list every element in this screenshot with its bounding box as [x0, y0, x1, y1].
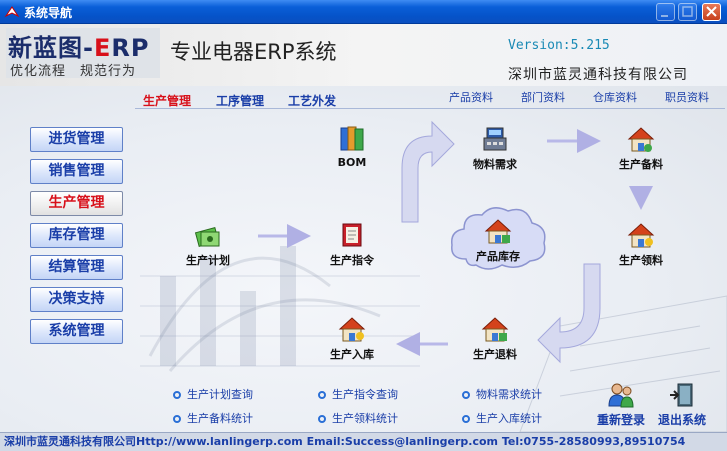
minimize-button[interactable]	[656, 3, 675, 21]
company-name: 深圳市蓝灵通科技有限公司	[508, 67, 688, 83]
link-staff-info[interactable]: 职员资料	[665, 91, 709, 104]
notebook-icon	[342, 223, 362, 247]
title-bar: 系统导航	[0, 0, 727, 24]
house-icon	[481, 317, 509, 342]
header-banner: 新蓝图-ERP 优化流程 规范行为 专业电器ERP系统 Version:5.21…	[0, 24, 727, 86]
house-icon	[627, 223, 655, 248]
divider	[135, 108, 725, 109]
node-prod-stock[interactable]: 产品库存	[453, 216, 543, 264]
node-material-need[interactable]: 物料需求	[450, 124, 540, 172]
tab-outsourcing[interactable]: 工艺外发	[288, 94, 337, 108]
sidebar-item-purchase[interactable]: 进货管理	[30, 127, 123, 152]
minimize-icon	[661, 15, 668, 17]
bullet-icon	[318, 391, 326, 399]
house-icon	[338, 317, 366, 342]
maximize-icon	[682, 6, 693, 17]
node-prod-order[interactable]: 生产指令	[307, 220, 397, 268]
bullet-icon	[173, 415, 181, 423]
sidebar-item-settlement[interactable]: 结算管理	[30, 255, 123, 280]
close-button[interactable]	[702, 3, 721, 21]
bullet-icon	[318, 415, 326, 423]
sidebar-item-sales[interactable]: 销售管理	[30, 159, 123, 184]
link-pick-stats[interactable]: 生产领料统计	[318, 410, 398, 426]
tab-process[interactable]: 工序管理	[216, 94, 265, 108]
node-prod-plan[interactable]: 生产计划	[163, 220, 253, 268]
users-icon	[608, 383, 634, 408]
bullet-icon	[462, 391, 470, 399]
flow-arrows	[258, 120, 653, 364]
link-product-info[interactable]: 产品资料	[449, 91, 493, 104]
link-in-stats[interactable]: 生产入库统计	[462, 410, 542, 426]
node-prod-prepare[interactable]: 生产备料	[596, 124, 686, 172]
maximize-button[interactable]	[678, 3, 697, 21]
node-prod-return[interactable]: 生产退料	[450, 314, 540, 362]
status-bar: 深圳市蓝灵通科技有限公司Http://www.lanlingerp.com Em…	[0, 432, 727, 451]
bullet-icon	[173, 391, 181, 399]
link-prepare-stats[interactable]: 生产备料统计	[173, 410, 253, 426]
logo: 新蓝图-ERP 优化流程 规范行为	[6, 28, 160, 79]
window-title: 系统导航	[24, 6, 73, 20]
sidebar-item-system[interactable]: 系统管理	[30, 319, 123, 344]
exit-button[interactable]: 退出系统	[654, 382, 710, 428]
sidebar-item-production[interactable]: 生产管理	[30, 191, 123, 216]
link-order-query[interactable]: 生产指令查询	[318, 386, 398, 402]
app-title: 专业电器ERP系统	[170, 40, 337, 64]
house-icon	[627, 127, 655, 152]
curved-arrow-down	[537, 263, 601, 364]
house-icon	[484, 219, 512, 244]
bullet-icon	[462, 415, 470, 423]
app-icon	[4, 6, 20, 18]
books-icon	[340, 126, 364, 151]
logo-slogan: 优化流程 规范行为	[10, 64, 137, 79]
version-label: Version:5.215	[508, 38, 610, 53]
sidebar-item-decision[interactable]: 决策支持	[30, 287, 123, 312]
link-department-info[interactable]: 部门资料	[521, 91, 565, 104]
link-material-stats[interactable]: 物料需求统计	[462, 386, 542, 402]
node-prod-pick[interactable]: 生产领料	[596, 220, 686, 268]
curved-arrow-up	[401, 120, 455, 223]
money-stack-icon	[194, 227, 220, 247]
relogin-button[interactable]: 重新登录	[593, 382, 649, 428]
main-panel: 生产管理 工序管理 工艺外发 产品资料 部门资料 仓库资料 职员资料 进货管理 …	[0, 86, 727, 432]
exit-door-icon	[670, 383, 693, 407]
node-prod-in[interactable]: 生产入库	[307, 314, 397, 362]
cash-register-icon	[483, 127, 507, 151]
node-bom[interactable]: BOM	[307, 124, 397, 169]
close-icon	[706, 6, 717, 17]
tab-production[interactable]: 生产管理	[143, 94, 192, 108]
link-warehouse-info[interactable]: 仓库资料	[593, 91, 637, 104]
background-decoration	[140, 246, 727, 432]
link-plan-query[interactable]: 生产计划查询	[173, 386, 253, 402]
sidebar-item-inventory[interactable]: 库存管理	[30, 223, 123, 248]
